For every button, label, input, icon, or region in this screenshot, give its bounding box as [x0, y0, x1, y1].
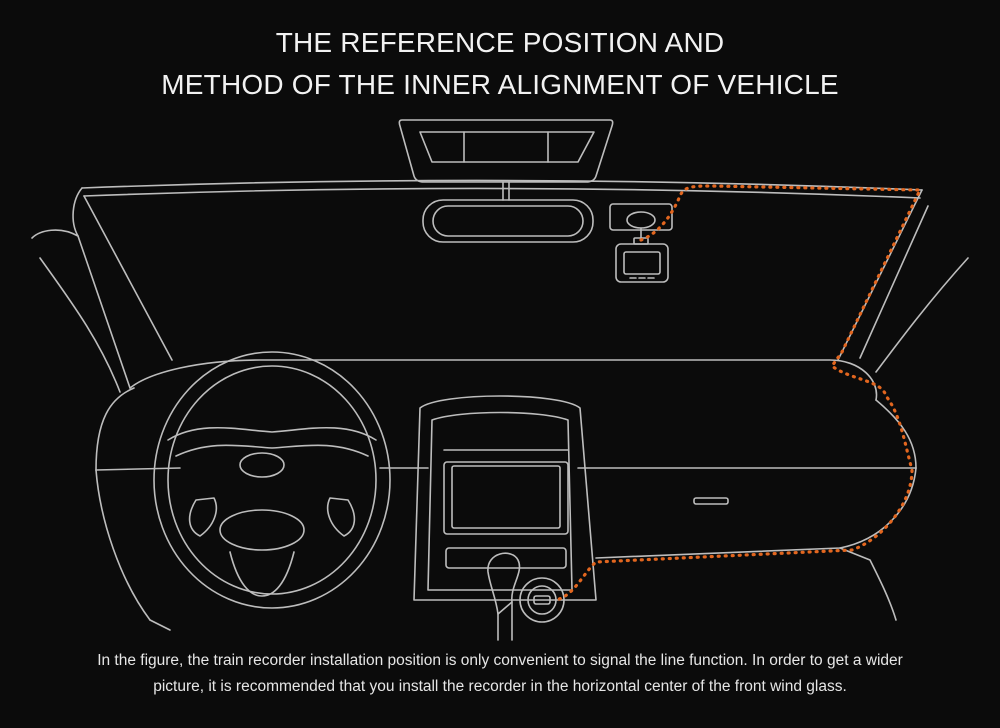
title-line-2: METHOD OF THE INNER ALIGNMENT OF VEHICLE — [161, 69, 839, 100]
steering-wheel — [153, 351, 391, 609]
caption-line-2: picture, it is recommended that you inst… — [153, 678, 847, 695]
rearview-mirror — [422, 181, 594, 243]
cable-route — [554, 184, 922, 602]
title-line-1: THE REFERENCE POSITION AND — [275, 27, 725, 58]
caption-line-1: In the figure, the train recorder instal… — [97, 652, 903, 669]
center-console — [413, 395, 597, 641]
diagram-title: THE REFERENCE POSITION AND METHOD OF THE… — [0, 22, 1000, 106]
dashboard — [95, 359, 917, 631]
overhead-console — [398, 119, 614, 183]
dash-camera — [609, 203, 673, 283]
diagram-caption: In the figure, the train recorder instal… — [10, 648, 990, 700]
car-charger — [519, 577, 565, 623]
